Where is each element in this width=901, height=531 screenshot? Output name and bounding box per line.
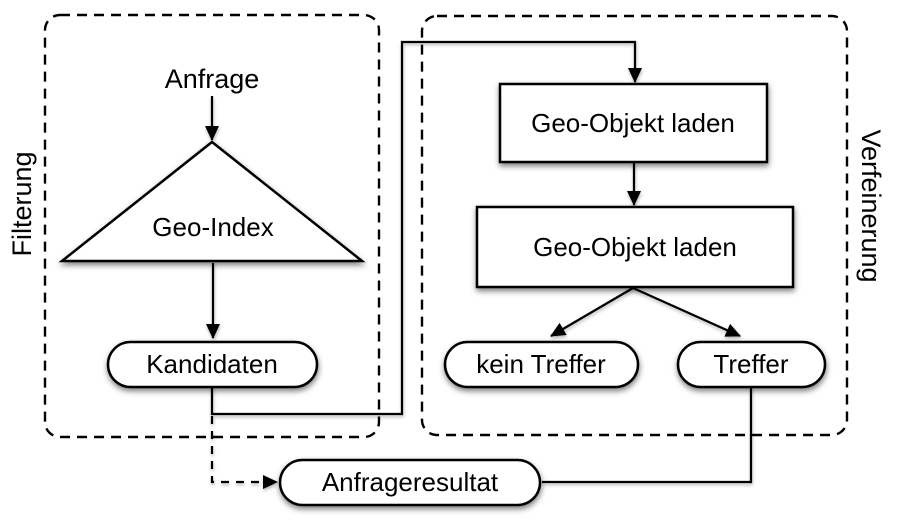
anfrageresultat-label: Anfrageresultat [322,467,499,497]
geo-index-triangle [58,140,366,263]
kandidaten-shape [106,340,319,389]
anfrage-node-label: Anfrage [165,64,260,94]
geo-index-label: Geo-Index [152,212,273,242]
geo-index-node: Geo-Index [58,140,366,263]
verfeinerung-group-label: Verfeinerung [856,129,886,282]
treffer-label: Treffer [713,349,788,379]
edge-laden2-to-treffer [632,286,741,338]
anfrageresultat-shape [278,458,542,507]
edge-treffer-to-anfrageresultat [542,387,753,484]
treffer-node: Treffer [676,340,827,389]
edge-kandidaten-to-laden1 [210,40,642,416]
edge-laden2-to-keintreffer [550,287,634,337]
kandidaten-node: Kandidaten [106,340,319,389]
verfeinerung-group-border [420,14,849,437]
kein-treffer-node: kein Treffer [443,340,640,389]
kein-treffer-shape [443,340,640,389]
geo-objekt-laden-2-shape [475,205,795,289]
kein-treffer-label: kein Treffer [476,349,606,379]
connector-layer [205,40,753,489]
geo-objekt-laden-2-label: Geo-Objekt laden [533,232,737,262]
filterung-group-label: Filterung [7,151,37,256]
geo-objekt-laden-2-node: Geo-Objekt laden [475,205,795,289]
geo-objekt-laden-1-label: Geo-Objekt laden [531,108,735,138]
kandidaten-label: Kandidaten [146,349,278,379]
geo-objekt-laden-1-shape [498,82,769,164]
anfrageresultat-node: Anfrageresultat [278,458,542,507]
geo-objekt-laden-1-node: Geo-Objekt laden [498,82,769,164]
treffer-shape [676,340,827,389]
edge-kandidaten-to-anfrageresultat-dashed [210,416,278,489]
filterung-group-border [43,13,381,439]
